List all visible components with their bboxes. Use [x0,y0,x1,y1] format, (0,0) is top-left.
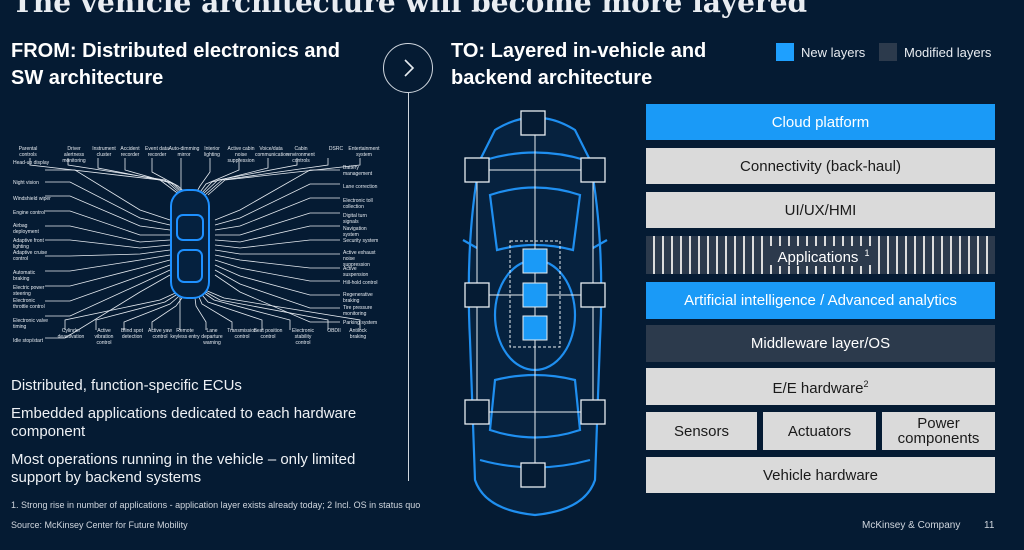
ecu-label: Active vibration control [94,328,114,346]
bullet-item: Distributed, function-specific ECUs [11,377,242,394]
ecu-label: Airbag deployment [13,223,39,235]
distributed-ecu-diagram [29,158,361,339]
legend-new-swatch [776,43,794,61]
ecu-nodes [464,110,606,488]
layer-connectivity: Connectivity (back-haul) [646,148,995,184]
ecu-label: Lane correction [343,184,378,190]
ecu-label: Hill-hold control [343,280,378,286]
ecu-label: Cylinder deactivation [57,328,85,340]
ecu-connection-lines [29,158,361,339]
ecu-label: Active cabin noise suppression [227,146,255,164]
ecu-label: Accident recorder [120,146,140,158]
layer-actuators-label: Actuators [787,422,852,440]
ecu-label: Night vision [13,180,39,186]
legend-modified-label: Modified layers [904,44,992,60]
layer-ee-hardware-label: E/E hardware2 [772,379,869,397]
ecu-label: Adaptive cruise control [13,250,48,262]
layer-middleware-label: Middleware layer/OS [750,335,891,352]
ecu-label: Driver alertness monitoring [62,146,86,164]
layer-actuators: Actuators [763,412,876,450]
from-heading: FROM: Distributed electronics and SW arc… [11,40,340,89]
ecu-label: Regenerative braking [343,292,373,304]
layer-ai-analytics-label: Artificial intelligence / Advanced analy… [684,292,957,309]
legend-new-layers: New layers [776,43,865,61]
ecu-label: Electronic stability control [292,328,314,346]
ecu-label: OBDII [327,328,341,334]
layered-car-diagram [462,110,608,517]
legend-modified-layers: Modified layers [879,43,991,61]
layer-cloud-platform-label: Cloud platform [771,113,870,131]
ecu-label: Active yaw control [148,328,172,340]
ecu-label: Lane departure warning [201,328,223,346]
ecu-label: Transmission control [227,328,257,340]
ecu-label: Instrument cluster [92,146,116,158]
layer-vehicle-hardware: Vehicle hardware [646,457,995,493]
ecu-label: Remote keyless entry [170,328,200,340]
ecu-label: Idle stop/start [13,338,44,344]
ecu-label: Seat position control [253,328,283,340]
ecu-label: Digital turn signals [343,213,367,225]
layer-cloud-platform: Cloud platform [646,104,995,140]
legend-modified-swatch [879,43,897,61]
ecu-label: Auto-dimming mirror [168,146,200,158]
section-divider [408,93,409,481]
layer-middleware: Middleware layer/OS [646,325,995,362]
ecu-label: Active suspension [343,266,369,278]
page-number: 11 [984,520,995,531]
layer-power-components-label: Power components [897,415,980,447]
ecu-label: Engine control [13,210,45,216]
ecu-label: DSRC [328,146,344,152]
bullet-item: Embedded applications dedicated to each … [11,405,357,440]
next-arrow-button[interactable] [383,43,433,93]
ecu-label: Entertainment system [348,146,380,158]
ecu-label: Automatic braking [13,270,36,282]
legend-new-label: New layers [801,44,866,60]
ecu-label: Electric power steering [13,285,45,297]
central-compute-box [509,240,561,348]
layer-ui-ux-hmi: UI/UX/HMI [646,192,995,228]
chevron-right-icon [404,59,415,77]
ecu-label: Navigation system [343,226,367,238]
to-heading: TO: Layered in-vehicle and backend archi… [451,40,707,89]
slide-title: The vehicle architecture will become mor… [12,0,808,19]
bullet-item: Most operations running in the vehicle –… [11,451,356,486]
source-note: Source: McKinsey Center for Future Mobil… [11,520,188,530]
company-name: McKinsey & Company [862,520,961,531]
ecu-label: Active exhaust noise suppression [343,250,376,268]
ecu-label: Adaptive front lighting [13,238,44,250]
ecu-label: Blind spot detection [121,328,143,340]
ecu-label: Parking system [343,320,378,326]
ecu-label: Parental controls [18,146,38,158]
central-compute-nodes [522,248,548,341]
bullet-list: Distributed, function-specific ECUs Embe… [11,377,391,497]
ecu-label: Electronic toll collection [343,198,373,210]
ecu-label: Security system [343,238,379,244]
layer-sensors: Sensors [646,412,757,450]
layer-sensors-label: Sensors [673,422,730,440]
layer-ee-hardware: E/E hardware2 [646,368,995,405]
ecu-label: Antilock braking [349,328,367,340]
layer-vehicle-hardware-label: Vehicle hardware [762,466,879,484]
ecu-label: Electronic valve timing [13,318,49,330]
ecu-label: Cabin environment controls [287,146,315,164]
layer-power-components: Power components [882,412,995,450]
small-car-outline [170,189,210,299]
layer-ui-ux-hmi-label: UI/UX/HMI [784,201,857,219]
layer-connectivity-label: Connectivity (back-haul) [740,157,901,175]
footnote: 1. Strong rise in number of applications… [11,500,421,510]
ecu-label: Electronic throttle control [13,298,45,310]
ecu-label: Windshield wiper [13,196,51,202]
ecu-label: Battery management [343,165,373,177]
ecu-label: Interior lighting [204,146,220,158]
ecu-label: Head-up display [13,160,50,166]
layer-ai-analytics: Artificial intelligence / Advanced analy… [646,282,995,319]
ecu-label: Voice/data communication [255,146,289,158]
ecu-label: Event data recorder [145,146,169,158]
ecu-label: Tire pressure monitoring [343,305,373,317]
